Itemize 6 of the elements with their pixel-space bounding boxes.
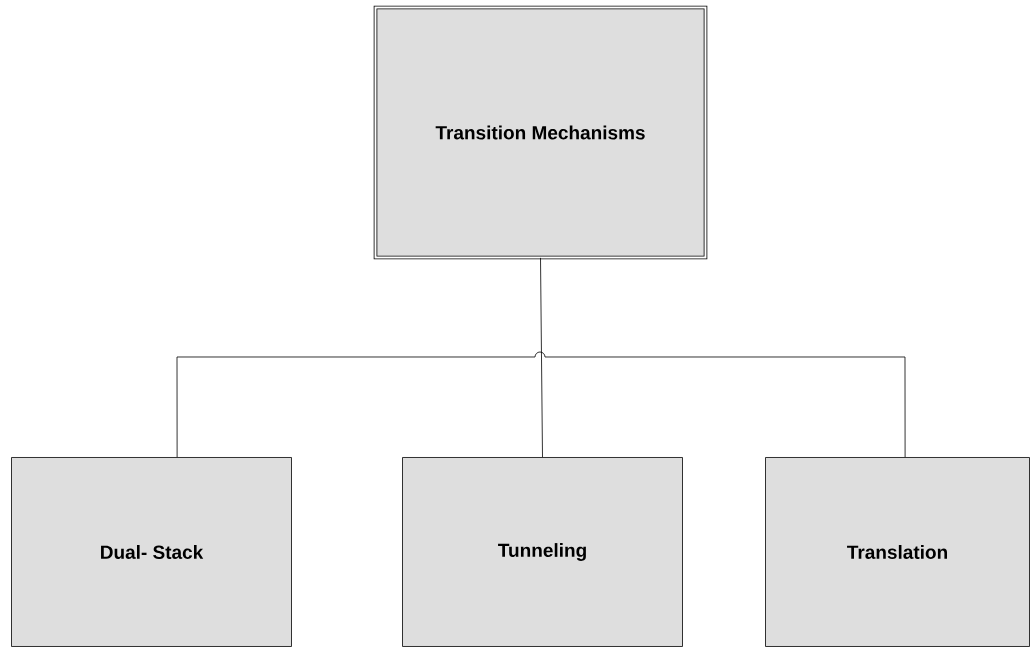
- category-box: Tunneling: [402, 457, 683, 647]
- category-box: Translation: [765, 457, 1030, 647]
- connector-line: [540, 257, 543, 458]
- category-box: Dual- Stack: [11, 457, 292, 647]
- title-box: Transition Mechanisms: [373, 5, 708, 260]
- connector-line: [176, 351, 906, 458]
